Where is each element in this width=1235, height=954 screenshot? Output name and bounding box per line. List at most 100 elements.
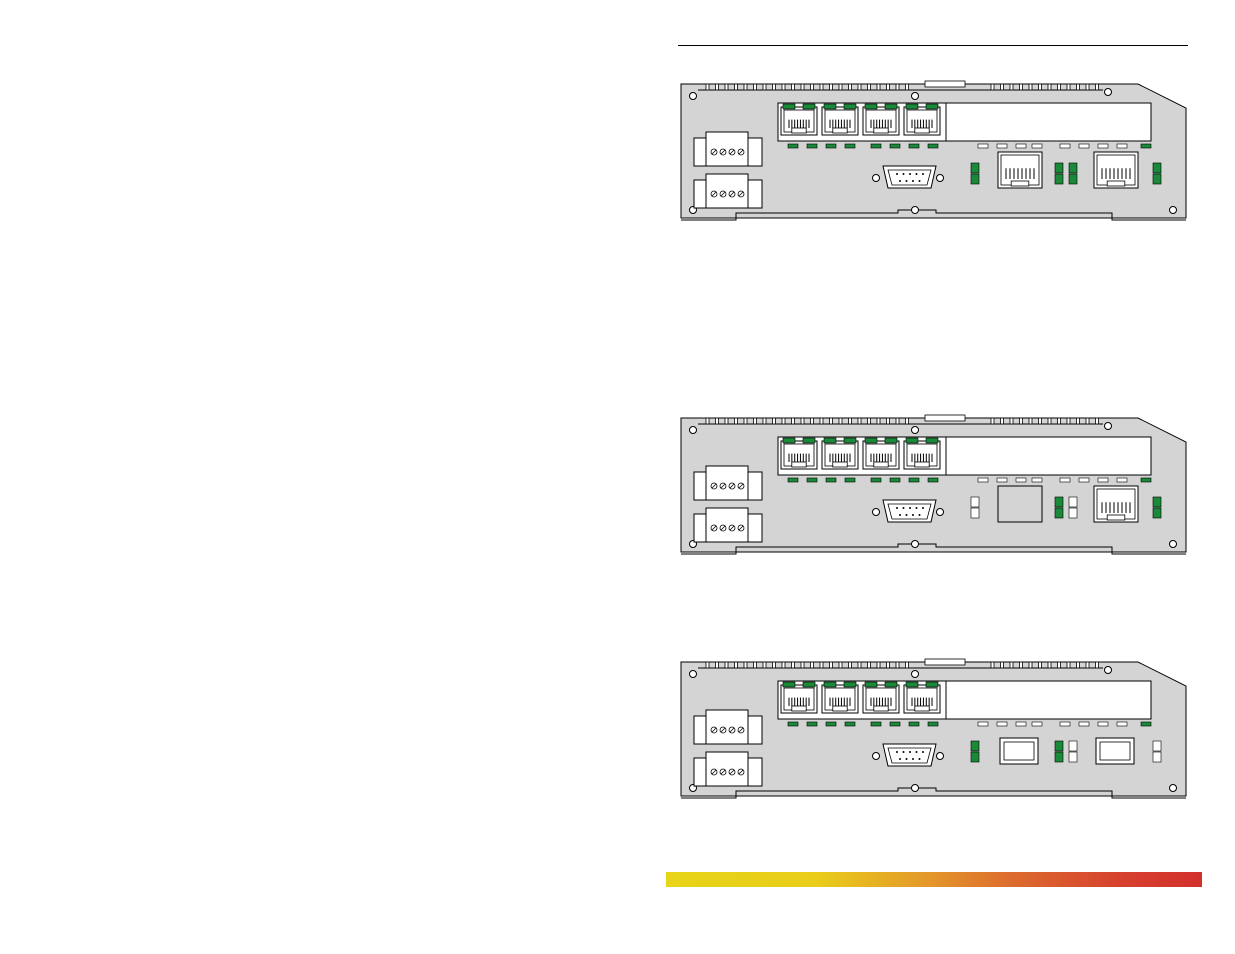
status-led bbox=[1153, 508, 1161, 518]
status-led bbox=[788, 722, 798, 726]
status-led bbox=[1055, 752, 1063, 762]
rj45-port-icon bbox=[998, 152, 1042, 188]
status-led bbox=[1069, 741, 1077, 751]
mounting-screw-icon bbox=[1170, 541, 1177, 548]
status-led bbox=[826, 144, 836, 148]
status-led bbox=[788, 478, 798, 482]
status-led bbox=[971, 741, 979, 751]
status-led bbox=[788, 144, 798, 148]
db9-console-port-icon bbox=[883, 500, 936, 522]
status-led bbox=[909, 478, 919, 482]
status-led bbox=[1055, 163, 1063, 173]
status-led bbox=[1079, 722, 1089, 726]
status-led bbox=[783, 682, 795, 687]
mounting-screw-icon bbox=[1105, 423, 1112, 430]
footer-color-bar bbox=[666, 872, 1202, 887]
status-led bbox=[1032, 144, 1042, 148]
status-led bbox=[1055, 508, 1063, 518]
status-led bbox=[1016, 478, 1026, 482]
mounting-screw-icon bbox=[912, 427, 919, 434]
status-led bbox=[824, 104, 836, 109]
status-led bbox=[803, 682, 815, 687]
switch-front-panel-rj45-uplinks bbox=[678, 80, 1190, 222]
status-led bbox=[824, 438, 836, 443]
status-led bbox=[1055, 174, 1063, 184]
status-led bbox=[890, 478, 900, 482]
rj45-port-icon bbox=[822, 685, 858, 713]
status-led bbox=[865, 438, 877, 443]
status-led bbox=[1055, 741, 1063, 751]
rj45-port-icon bbox=[822, 107, 858, 135]
status-led bbox=[1153, 497, 1161, 507]
status-led bbox=[906, 682, 918, 687]
rj45-port-icon bbox=[1094, 486, 1138, 522]
status-led bbox=[1069, 752, 1077, 762]
status-led bbox=[1032, 478, 1042, 482]
status-led bbox=[971, 174, 979, 184]
status-led bbox=[885, 104, 897, 109]
status-led bbox=[871, 144, 881, 148]
status-led bbox=[1098, 478, 1108, 482]
top-rule bbox=[678, 45, 1188, 46]
status-led bbox=[997, 144, 1007, 148]
status-led bbox=[1055, 497, 1063, 507]
rj45-port-icon bbox=[904, 107, 940, 135]
mounting-screw-icon bbox=[1105, 89, 1112, 96]
status-led bbox=[871, 722, 881, 726]
mounting-screw-icon bbox=[912, 207, 919, 214]
rj45-port-icon bbox=[904, 685, 940, 713]
switch-front-panel-mixed-uplinks bbox=[678, 414, 1190, 556]
status-led bbox=[1141, 144, 1151, 148]
status-led bbox=[1141, 478, 1151, 482]
status-led bbox=[997, 478, 1007, 482]
status-led bbox=[1153, 741, 1161, 751]
status-led bbox=[807, 478, 817, 482]
status-led bbox=[865, 682, 877, 687]
mounting-screw-icon bbox=[1105, 667, 1112, 674]
status-led bbox=[824, 682, 836, 687]
status-led bbox=[844, 104, 856, 109]
mounting-screw-icon bbox=[690, 427, 697, 434]
sfp-port-icon bbox=[1000, 738, 1038, 764]
status-led bbox=[906, 104, 918, 109]
status-led bbox=[971, 163, 979, 173]
status-led bbox=[909, 722, 919, 726]
status-led bbox=[928, 478, 938, 482]
rj45-port-icon bbox=[781, 685, 817, 713]
status-led bbox=[978, 144, 988, 148]
mounting-screw-icon bbox=[873, 175, 880, 182]
status-led bbox=[1117, 478, 1127, 482]
status-led bbox=[926, 104, 938, 109]
switch-front-panel-sfp-uplinks bbox=[678, 658, 1190, 800]
mounting-screw-icon bbox=[1170, 785, 1177, 792]
status-led bbox=[871, 478, 881, 482]
mounting-screw-icon bbox=[937, 509, 944, 516]
status-led bbox=[885, 438, 897, 443]
status-led bbox=[807, 144, 817, 148]
blank-module-cover bbox=[998, 486, 1042, 522]
status-led bbox=[1016, 722, 1026, 726]
rj45-port-icon bbox=[863, 107, 899, 135]
mounting-screw-icon bbox=[1170, 207, 1177, 214]
status-led bbox=[1069, 163, 1077, 173]
status-led bbox=[885, 682, 897, 687]
sfp-port-icon bbox=[1096, 738, 1134, 764]
status-led bbox=[906, 438, 918, 443]
rj45-port-icon bbox=[1094, 152, 1138, 188]
db9-console-port-icon bbox=[883, 744, 936, 766]
mounting-screw-icon bbox=[912, 785, 919, 792]
status-led bbox=[845, 144, 855, 148]
status-led bbox=[845, 722, 855, 726]
mounting-screw-icon bbox=[690, 671, 697, 678]
status-led bbox=[971, 752, 979, 762]
mounting-screw-icon bbox=[937, 753, 944, 760]
status-led bbox=[1069, 508, 1077, 518]
status-led bbox=[1098, 144, 1108, 148]
status-led bbox=[926, 682, 938, 687]
rj45-port-icon bbox=[781, 107, 817, 135]
status-led bbox=[1079, 478, 1089, 482]
status-led bbox=[1032, 722, 1042, 726]
status-led bbox=[978, 478, 988, 482]
status-led bbox=[971, 497, 979, 507]
mounting-screw-icon bbox=[912, 671, 919, 678]
